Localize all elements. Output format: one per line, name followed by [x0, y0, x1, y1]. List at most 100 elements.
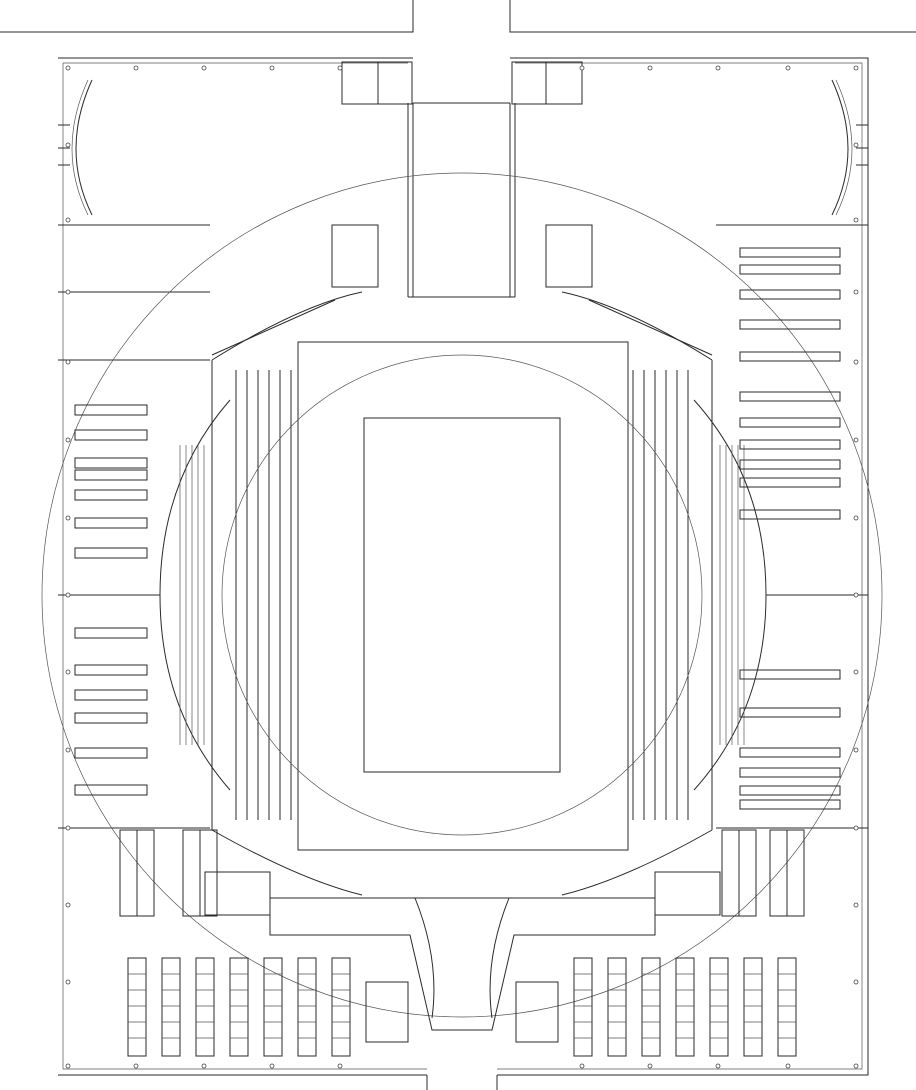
- column-dot: [853, 65, 859, 71]
- top-entrance: [331, 61, 593, 298]
- column-dot: [65, 142, 71, 148]
- room-bar: [74, 664, 148, 676]
- column-dot: [65, 1063, 71, 1069]
- column-dot: [853, 289, 859, 295]
- parking-bays: [119, 829, 805, 1057]
- parking-stall: [127, 957, 147, 1057]
- parking-stall: [709, 957, 729, 1057]
- column-dot: [201, 65, 207, 71]
- room-bar: [739, 477, 841, 488]
- column-dot: [579, 1063, 585, 1069]
- parking-stall: [297, 957, 317, 1057]
- column-dot: [65, 825, 71, 831]
- column-dot: [853, 747, 859, 753]
- column-dot: [337, 65, 343, 71]
- column-dot: [65, 437, 71, 443]
- column-dot: [853, 592, 859, 598]
- column-dot: [65, 359, 71, 365]
- parking-stall: [331, 957, 351, 1057]
- column-dot: [715, 1063, 721, 1069]
- column-dot: [853, 669, 859, 675]
- parking-stall: [675, 957, 695, 1057]
- column-dot: [201, 1063, 207, 1069]
- column-dot: [269, 65, 275, 71]
- seating-bowl: [159, 291, 767, 896]
- column-dot: [785, 65, 791, 71]
- room-bar: [74, 747, 148, 759]
- room-bar: [739, 439, 841, 450]
- room-bar: [739, 289, 841, 300]
- stand-rows: [179, 370, 745, 820]
- room-bar: [74, 457, 148, 469]
- booth: [515, 981, 559, 1043]
- parking-stall: [229, 957, 249, 1057]
- room-bar: [74, 547, 148, 559]
- room-bar: [74, 489, 148, 501]
- column-dot: [65, 979, 71, 985]
- column-dot: [853, 1063, 859, 1069]
- bottom-entrance: [204, 871, 721, 1031]
- column-dot: [647, 65, 653, 71]
- room-bar: [739, 707, 841, 718]
- column-dot: [853, 359, 859, 365]
- parking-stall: [263, 957, 283, 1057]
- column-dot: [853, 979, 859, 985]
- column-dot: [65, 747, 71, 753]
- parking-stall: [573, 957, 593, 1057]
- column-dot: [65, 217, 71, 223]
- room-bar: [739, 767, 841, 778]
- column-dot: [579, 65, 585, 71]
- column-dot: [65, 592, 71, 598]
- room-bar: [74, 404, 148, 416]
- parking-stall: [195, 957, 215, 1057]
- room-bar: [74, 469, 148, 481]
- parking-stall: [777, 957, 797, 1057]
- column-dot: [65, 902, 71, 908]
- room-bar: [74, 627, 148, 639]
- column-dot: [715, 65, 721, 71]
- room-bar: [739, 391, 841, 402]
- column-dot: [853, 902, 859, 908]
- pitch: [363, 417, 561, 773]
- room-bar: [739, 264, 841, 275]
- room-bar: [739, 417, 841, 428]
- column-dot: [269, 1063, 275, 1069]
- room-bar: [739, 509, 841, 520]
- outer-circle: [41, 172, 883, 1018]
- room-bar: [739, 785, 841, 796]
- room-bar: [739, 799, 841, 810]
- booth: [365, 981, 409, 1043]
- room-bar: [74, 712, 148, 724]
- room-bar: [74, 517, 148, 529]
- column-dot: [65, 65, 71, 71]
- room-bar: [74, 784, 148, 796]
- parking-stall: [743, 957, 763, 1057]
- parking-stall: [607, 957, 627, 1057]
- column-dot: [133, 1063, 139, 1069]
- side-rooms: [74, 247, 841, 810]
- room-bar: [739, 747, 841, 758]
- building-outline: [58, 57, 869, 1076]
- corner-arcs: [58, 79, 868, 216]
- room-bar: [739, 459, 841, 470]
- column-dot: [785, 1063, 791, 1069]
- room-bar: [74, 429, 148, 441]
- column-dot: [65, 515, 71, 521]
- column-dot: [853, 825, 859, 831]
- column-dot: [337, 1063, 343, 1069]
- column-dot: [65, 669, 71, 675]
- column-markers: [65, 65, 859, 1069]
- column-dot: [647, 1063, 653, 1069]
- parking-stall: [641, 957, 661, 1057]
- room-bar: [739, 319, 841, 330]
- column-dot: [853, 142, 859, 148]
- column-dot: [853, 437, 859, 443]
- room-bar: [739, 669, 841, 680]
- room-bar: [739, 247, 841, 258]
- inner-circle: [221, 354, 703, 836]
- room-bar: [739, 351, 841, 362]
- room-bar: [74, 689, 148, 701]
- column-dot: [853, 217, 859, 223]
